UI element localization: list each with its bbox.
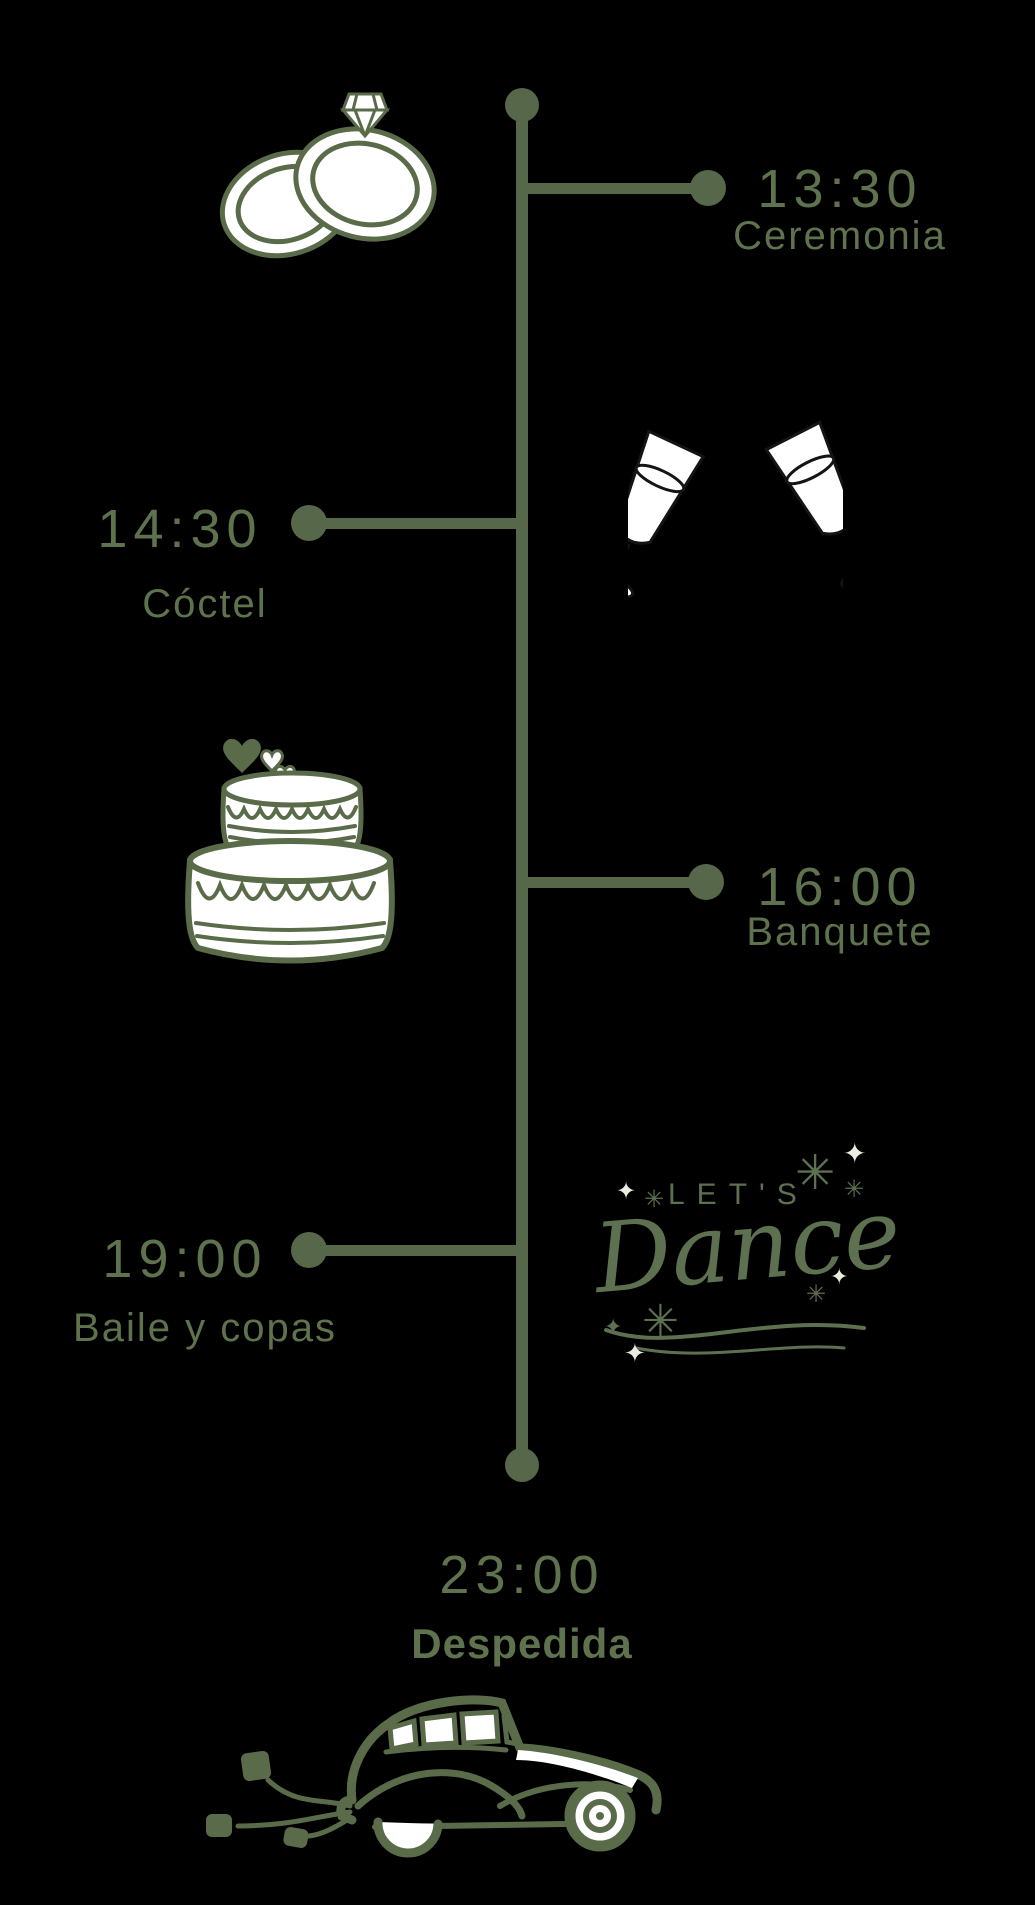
sparkle-icon: ✦ [830, 1264, 849, 1289]
event-connector-ceremonia [522, 183, 708, 194]
event-connector-baile [309, 1245, 522, 1256]
diamond [339, 92, 391, 139]
event-label-baile: Baile y copas [73, 1306, 337, 1350]
dance-swash-flourish [604, 1322, 866, 1355]
champagne-glass-left [628, 429, 706, 599]
car-front-wheel [564, 1780, 636, 1852]
sparkle-icon: ✦ [624, 1338, 646, 1368]
event-time-baile: 19:00 [102, 1229, 268, 1289]
wedding-rings-icon [219, 92, 437, 259]
event-label-ceremonia: Ceremonia [733, 214, 947, 258]
event-dot-banquete [688, 864, 724, 900]
sparkle-icon: ✳ [644, 1186, 665, 1213]
wedding-cake-icon [185, 738, 395, 964]
event-dot-coctel [291, 505, 327, 541]
sparkle-icon: ✳ [642, 1297, 679, 1346]
champagne-glasses-icon [628, 420, 843, 599]
event-dot-ceremonia [690, 170, 726, 206]
event-connector-coctel [309, 518, 522, 529]
sparkle-icon: ✦ [616, 1178, 637, 1205]
event-time-ceremonia: 13:30 [757, 159, 923, 219]
event-label-despedida: Despedida [411, 1620, 633, 1667]
sparkle-icon: ✦ [843, 1138, 867, 1169]
sparkle-icon: ✳ [844, 1176, 865, 1203]
event-label-banquete: Banquete [746, 910, 934, 954]
tin-cans [206, 1750, 353, 1848]
cake-heart-solid [223, 738, 261, 773]
cake-bottom-tier [185, 838, 395, 964]
car-windows [387, 1709, 521, 1753]
cake-heart-small-1 [260, 749, 284, 774]
timeline-axis-line [516, 105, 528, 1465]
ring-right [293, 126, 437, 242]
event-time-banquete: 16:00 [757, 857, 923, 917]
sparkle-icon: ✳ [795, 1147, 836, 1200]
lets-dance-line1: LET'S [668, 1178, 809, 1211]
timeline-start-dot [505, 88, 539, 122]
timeline-end-dot [505, 1448, 539, 1482]
event-label-coctel: Cóctel [142, 582, 268, 626]
wedding-car-icon [206, 1695, 662, 1858]
event-dot-baile [291, 1232, 327, 1268]
sparkle-icon: ✦ [604, 1314, 623, 1339]
event-connector-banquete [522, 877, 706, 888]
event-time-coctel: 14:30 [97, 499, 263, 559]
lets-dance-lettering: LET'S Dance ✳ ✦ ✳ ✦ ✳ ✦ ✳ ✳ ✦ ✦ [590, 1138, 905, 1368]
champagne-glass-right [764, 420, 843, 589]
sparkle-icon: ✳ [806, 1281, 827, 1308]
car-hood-highlight [516, 1750, 638, 1788]
car-rear-wheel [373, 1817, 443, 1858]
event-time-despedida: 23:00 [439, 1545, 605, 1605]
